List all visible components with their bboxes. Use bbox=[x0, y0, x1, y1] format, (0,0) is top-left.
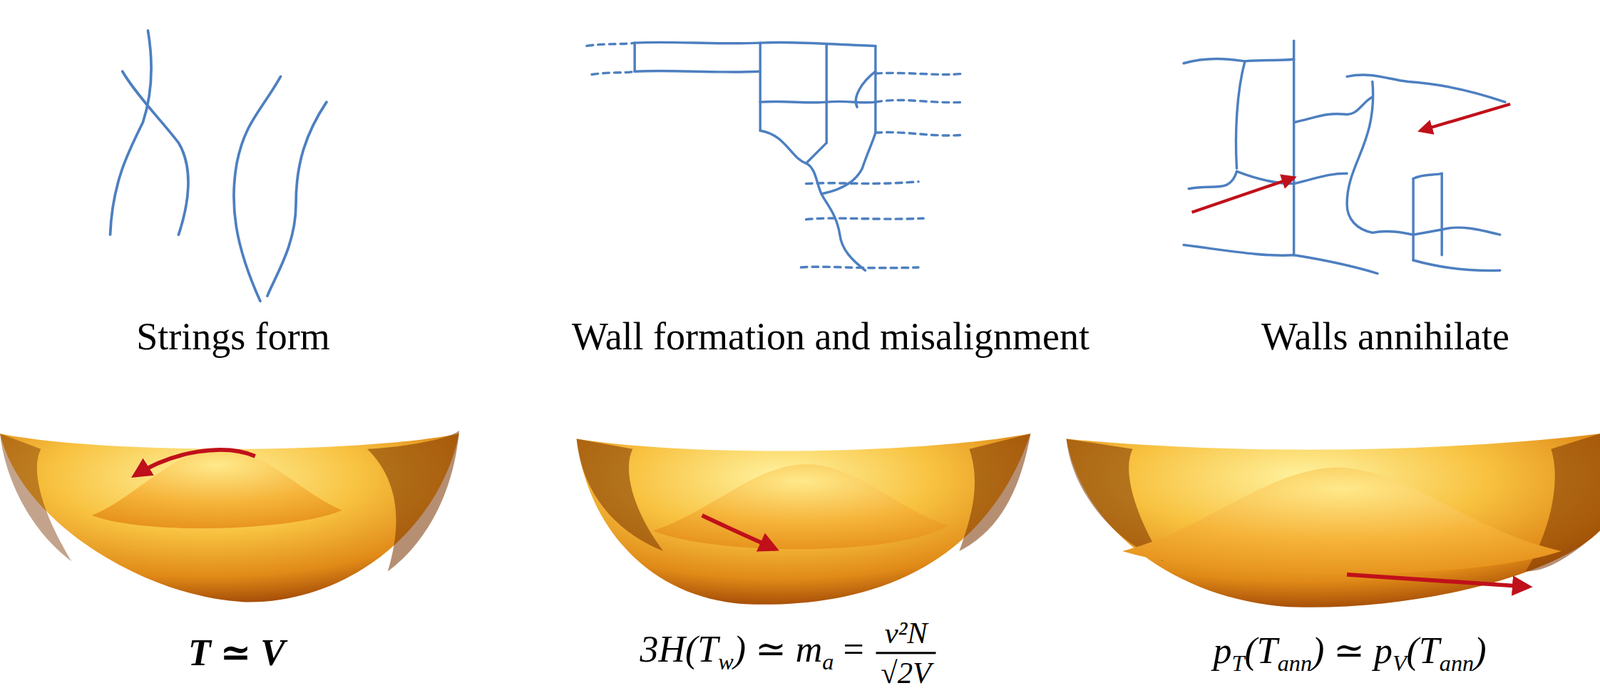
wall-network-sketch-stroke bbox=[591, 71, 635, 75]
subscript: ann bbox=[1439, 650, 1474, 676]
equation-text: p bbox=[1212, 630, 1232, 671]
stage-caption: Walls annihilate bbox=[1261, 313, 1510, 361]
approach-arrows bbox=[1192, 104, 1511, 213]
wall-annihilation-sketch-stroke bbox=[1235, 61, 1245, 169]
wall-annihilation-sketch-stroke bbox=[1413, 173, 1442, 179]
wall-network-sketch-stroke bbox=[875, 132, 965, 136]
potential-surface-stroke bbox=[1122, 467, 1561, 575]
subscript: a bbox=[822, 648, 834, 675]
potential-surface-stroke bbox=[1066, 438, 1164, 562]
equation-text: (T bbox=[1406, 630, 1440, 671]
wall-network-sketch-stroke bbox=[875, 99, 965, 102]
wall-annihilation-sketch-stroke bbox=[1294, 173, 1347, 184]
subscript: V bbox=[1392, 650, 1407, 676]
wall-network-sketch-stroke bbox=[634, 70, 761, 73]
stage-caption: Strings form bbox=[136, 313, 331, 361]
string-sketch-stroke bbox=[122, 71, 189, 235]
wall-network-sketch-stroke bbox=[824, 44, 828, 143]
wall-annihilation-sketch-stroke bbox=[1188, 171, 1237, 189]
potential-surface-stroke bbox=[959, 433, 1031, 552]
wall-network-sketch-stroke bbox=[806, 218, 925, 220]
wall-network-sketch-stroke bbox=[855, 71, 876, 107]
equation-text: (T bbox=[1244, 630, 1278, 671]
potential-surface-stroke bbox=[1346, 574, 1529, 587]
wall-annihilation-sketch-stroke bbox=[1294, 255, 1378, 274]
wall-annihilation-sketch-stroke bbox=[1244, 59, 1295, 62]
wall-network-sketch-stroke bbox=[806, 142, 828, 164]
wall-network-sketch-stroke bbox=[874, 45, 877, 133]
string-sketch-stroke bbox=[267, 101, 327, 296]
potential-surface-stroke bbox=[1066, 433, 1600, 608]
wall-annihilation-sketch bbox=[1183, 40, 1506, 274]
string-sketch-stroke bbox=[110, 30, 152, 235]
equation-text: ) ≃ p bbox=[1311, 630, 1393, 671]
wall-network-sketch-stroke bbox=[760, 42, 876, 46]
wall-network-sketch-stroke bbox=[586, 42, 635, 46]
fraction-numerator: v²N bbox=[876, 615, 937, 654]
wall-network-sketch-stroke bbox=[633, 42, 636, 72]
wall-annihilation-sketch-stroke bbox=[1440, 173, 1443, 256]
potential-surface-stroke bbox=[91, 449, 343, 529]
equation-text: 3H(T bbox=[640, 628, 719, 670]
wall-annihilation-sketch-stroke bbox=[1346, 81, 1374, 234]
wall-annihilation-sketch-stroke bbox=[1183, 58, 1245, 63]
potential-surface-stroke bbox=[576, 433, 1032, 605]
wall-network-sketch-stroke bbox=[875, 72, 965, 75]
fraction-denominator: √2V bbox=[876, 654, 937, 691]
potential-surface-stroke bbox=[0, 433, 72, 562]
approach-arrows-stroke bbox=[1420, 104, 1511, 131]
potential-surface-stroke bbox=[134, 449, 256, 476]
wall-network-sketch-stroke bbox=[758, 42, 761, 131]
potential-surface bbox=[576, 433, 1032, 605]
equation: T ≃ V bbox=[188, 631, 286, 675]
wall-annihilation-sketch-stroke bbox=[1411, 178, 1414, 261]
potential-surface bbox=[1066, 433, 1600, 608]
wall-network-sketch-stroke bbox=[760, 130, 865, 271]
approach-arrows-stroke bbox=[1192, 177, 1295, 213]
string-sketch-stroke bbox=[233, 76, 281, 301]
fraction: v²N√2V bbox=[876, 615, 937, 691]
wall-annihilation-sketch-stroke bbox=[1372, 227, 1501, 235]
equation-text: ) ≃ m bbox=[733, 628, 823, 670]
wall-annihilation-sketch-stroke bbox=[1346, 74, 1506, 102]
potential-surface-stroke bbox=[653, 464, 950, 550]
potential-surface-stroke bbox=[367, 430, 460, 572]
subscript: ann bbox=[1277, 650, 1312, 676]
potential-surface-stroke bbox=[702, 515, 776, 550]
wall-annihilation-sketch-stroke bbox=[1413, 260, 1501, 271]
wall-annihilation-sketch-stroke bbox=[1294, 96, 1373, 123]
wall-network-sketch-stroke bbox=[760, 101, 827, 103]
string-sketch bbox=[110, 30, 327, 301]
wall-network-sketch-stroke bbox=[826, 101, 876, 103]
wall-network-sketch bbox=[586, 42, 965, 271]
wall-annihilation-sketch-stroke bbox=[1183, 245, 1295, 256]
equation-text: T ≃ V bbox=[188, 632, 286, 674]
wall-network-sketch-stroke bbox=[634, 42, 761, 44]
equation: pT(Tann) ≃ pV(Tann) bbox=[1212, 629, 1486, 677]
wall-network-sketch-stroke bbox=[800, 266, 919, 269]
subscript: w bbox=[718, 648, 734, 675]
equation: 3H(Tw) ≃ ma = v²N√2V bbox=[640, 615, 937, 691]
potential-surface bbox=[0, 430, 460, 603]
equation-text: ) bbox=[1473, 630, 1486, 671]
wall-network-sketch-stroke bbox=[806, 181, 919, 184]
equation-text: = bbox=[842, 628, 864, 670]
wall-annihilation-sketch-stroke bbox=[1292, 40, 1295, 256]
subscript: T bbox=[1231, 650, 1245, 676]
potential-surface-stroke bbox=[576, 438, 664, 551]
stage-caption: Wall formation and misalignment bbox=[571, 313, 1090, 361]
